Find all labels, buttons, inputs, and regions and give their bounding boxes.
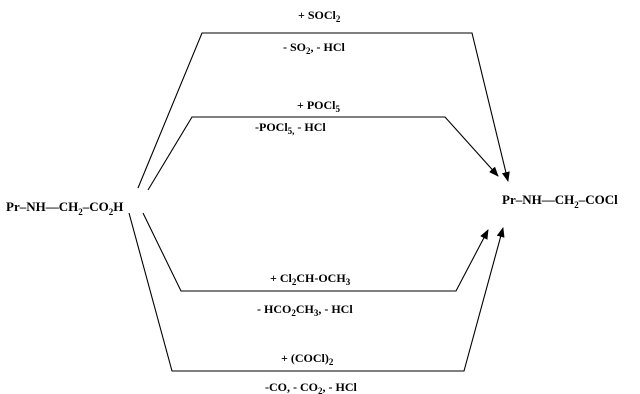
reactant-pr: Pr bbox=[6, 199, 20, 214]
route-socl2-byproducts: - SO2, - HCl bbox=[283, 40, 346, 56]
product-pr: Pr bbox=[502, 192, 516, 207]
reactant-h: H bbox=[113, 199, 123, 214]
reactant-ch-subscript: 2 bbox=[78, 207, 83, 217]
reactant-co: CO bbox=[89, 199, 109, 214]
product-cocl: COCl bbox=[585, 192, 618, 207]
route-cl2ch-och3-reagent: + Cl2CH-OCH3 bbox=[270, 271, 351, 287]
reactant-co-subscript: 2 bbox=[109, 207, 114, 217]
route-cocl2-path bbox=[128, 212, 505, 372]
reactant-ch: CH bbox=[59, 199, 79, 214]
reactant-molecule: Pr–NH—CH2–CO2H bbox=[6, 199, 123, 217]
reactant-nh: NH bbox=[26, 199, 46, 214]
product-ch: CH bbox=[555, 192, 575, 207]
route-socl2-path bbox=[137, 32, 510, 189]
route-pocl5-path bbox=[147, 116, 499, 191]
product-ch-subscript: 2 bbox=[574, 200, 579, 210]
product-nh: NH bbox=[522, 192, 542, 207]
product-molecule: Pr–NH—CH2–COCl bbox=[502, 192, 618, 210]
route-cocl2-reagent: + (COCl)2 bbox=[281, 351, 334, 367]
route-pocl5-byproducts: -POCl5, - HCl bbox=[255, 120, 326, 136]
route-cl2ch-och3-path bbox=[142, 212, 489, 292]
route-cl2ch-och3-byproducts: - HCO2CH3, - HCl bbox=[257, 302, 353, 318]
route-cocl2-byproducts: -CO, - CO2, - HCl bbox=[265, 380, 357, 394]
svg-text:Pr–NH—CH2–COCl: Pr–NH—CH2–COCl bbox=[502, 192, 618, 210]
route-pocl5-reagent: + POCl5 bbox=[297, 98, 341, 114]
svg-text:Pr–NH—CH2–CO2H: Pr–NH—CH2–CO2H bbox=[6, 199, 123, 217]
route-socl2-reagent: + SOCl2 bbox=[298, 8, 341, 24]
